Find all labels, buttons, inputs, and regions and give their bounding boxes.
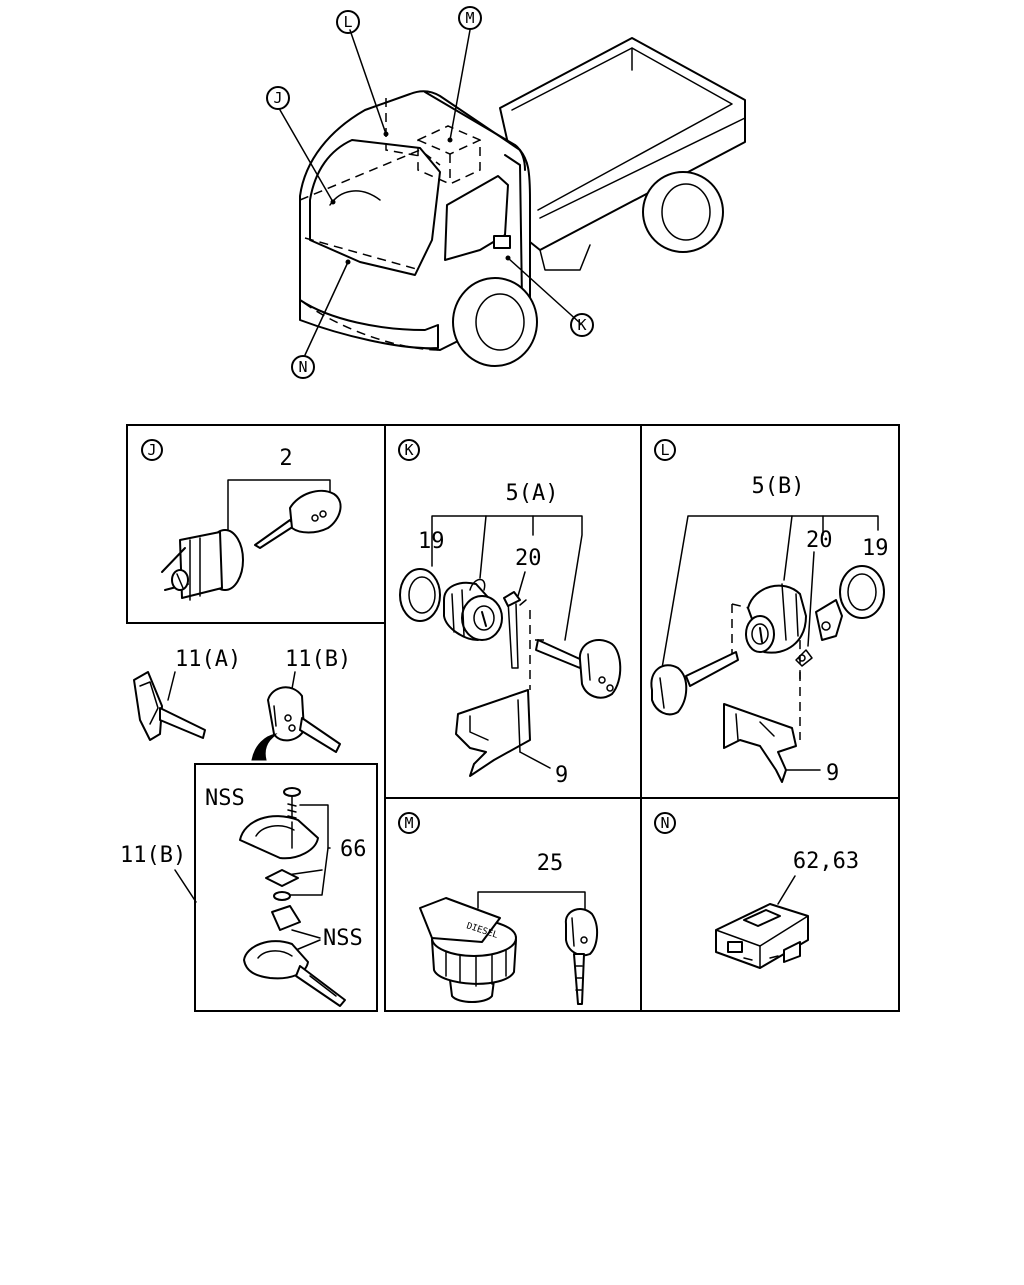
- fuel-filler-cap: DIESEL: [419, 897, 517, 1003]
- callout-m: M: [458, 6, 482, 30]
- transponder-detail: 11(B) NSS 66 NSS: [120, 786, 367, 1007]
- spring-clip-l: [795, 599, 843, 667]
- exploded-view-arrow: [251, 733, 278, 761]
- panel-frames: [126, 424, 900, 1012]
- door-lock-cylinder-l: [745, 583, 807, 654]
- panel-k: K 5(A) 19 20: [398, 439, 622, 788]
- callout-j: J: [266, 86, 290, 110]
- part-label-9-l: 9: [826, 761, 839, 786]
- panel-j: J 2: [141, 439, 342, 601]
- fuel-cap-key: [564, 908, 598, 1005]
- panel-n-callout: N: [660, 814, 669, 832]
- seal-ring-l: [839, 565, 885, 619]
- panel-l: L 5(B) 20 19: [650, 439, 889, 786]
- part-label-11b-key: 11(B): [285, 647, 351, 672]
- panel-j-callout: J: [147, 441, 156, 459]
- bracket-l: [723, 703, 797, 783]
- panel-l-callout: L: [660, 441, 669, 459]
- panel-m-callout: M: [404, 814, 413, 832]
- part-label-20-l: 20: [806, 528, 833, 553]
- part-label-5a: 5(A): [506, 481, 559, 506]
- part-label-9-k: 9: [555, 763, 568, 788]
- key-body: [243, 905, 346, 1007]
- ignition-lock-cylinder: [161, 529, 244, 601]
- washer: [273, 891, 291, 901]
- panel-k-callout: K: [404, 441, 413, 459]
- part-label-19-k: 19: [418, 529, 445, 554]
- part-label-11a: 11(A): [175, 647, 241, 672]
- svg-text:K: K: [577, 316, 586, 334]
- callout-k: K: [570, 313, 594, 337]
- label-nss-bottom: NSS: [323, 926, 363, 951]
- part-label-19-l: 19: [862, 536, 889, 561]
- svg-text:L: L: [343, 13, 352, 31]
- part-label-2: 2: [279, 446, 292, 471]
- part-label-62-63: 62,63: [793, 849, 859, 874]
- spring-clip-k: [503, 591, 527, 669]
- panel-n: N 62,63: [654, 812, 859, 969]
- label-nss-top: NSS: [205, 786, 245, 811]
- ignition-key: [254, 489, 342, 549]
- immobilizer-control-unit: [715, 903, 809, 969]
- svg-text:J: J: [273, 89, 282, 107]
- truck-illustration: [279, 29, 746, 367]
- key-cover: [239, 815, 319, 860]
- callout-n: N: [291, 355, 315, 379]
- seal-ring-k: [399, 568, 441, 622]
- key-11b: [267, 686, 341, 753]
- panel-m: M 25 DIESEL: [398, 812, 598, 1005]
- door-key-l: [650, 651, 739, 716]
- door-key-k: [535, 639, 622, 699]
- part-label-20-k: 20: [515, 546, 542, 571]
- part-label-5b: 5(B): [752, 474, 805, 499]
- door-lock-cylinder-k: [443, 578, 503, 641]
- key-blanks: 11(A) 11(B): [133, 647, 351, 761]
- svg-text:N: N: [298, 358, 307, 376]
- part-label-66: 66: [340, 837, 367, 862]
- key-11a: [133, 671, 206, 741]
- svg-text:M: M: [465, 9, 474, 27]
- part-label-25: 25: [537, 851, 564, 876]
- transponder-chip: [265, 869, 299, 887]
- part-label-11b-outer: 11(B): [120, 843, 186, 868]
- callout-l: L: [336, 10, 360, 34]
- bracket-k: [455, 689, 531, 777]
